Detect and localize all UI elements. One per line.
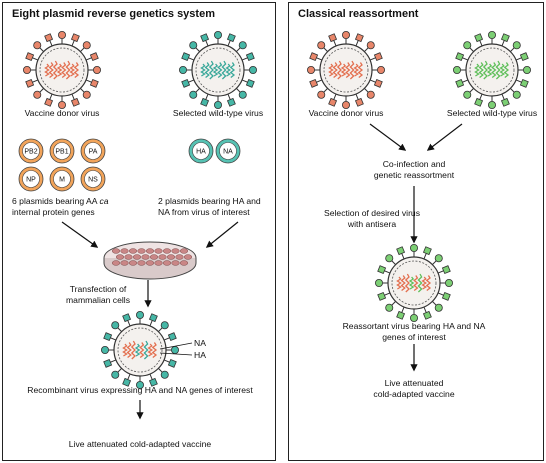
- vaccine-donor-virus-icon: [22, 30, 102, 110]
- svg-text:PA: PA: [89, 148, 98, 155]
- transfection-caption: Transfection of mammalian cells: [66, 284, 130, 306]
- selected-wild-type-virus-icon: [452, 30, 532, 110]
- coinfection-caption: Co-infection and genetic reassortment: [374, 159, 454, 181]
- vaccine-line2: cold-adapted vaccine: [373, 389, 455, 399]
- transfection-line2: mammalian cells: [66, 295, 130, 305]
- recombinant-virus-label: Recombinant virus expressing HA and NA g…: [27, 385, 253, 395]
- vaccine-label: Live attenuated cold-adapted vaccine: [68, 439, 212, 449]
- svg-text:NS: NS: [88, 176, 98, 183]
- reassortant-caption: Reassortant virus bearing HA and NA gene…: [343, 321, 486, 343]
- na-marker-line: [159, 342, 193, 350]
- selected-wild-type-virus-icon: [178, 30, 257, 110]
- vaccine-donor-label: Vaccine donor virus: [24, 108, 100, 118]
- surface-protein-plasmids: HA NA: [188, 138, 241, 164]
- svg-text:NA: NA: [223, 148, 233, 155]
- arrow: [369, 123, 407, 151]
- arrow: [205, 221, 239, 248]
- ha-marker-label: HA: [194, 350, 206, 360]
- ha-marker-line: [159, 352, 193, 356]
- vaccine-donor-virus-icon: [306, 30, 385, 110]
- plasmid-pb2: PB2: [18, 138, 44, 164]
- plasmid-na: NA: [215, 138, 241, 164]
- svg-text:M: M: [59, 176, 65, 183]
- selection-caption: Selection of desired virus with antisera: [324, 208, 420, 230]
- petri-dish-icon: [103, 241, 197, 280]
- reassortant-virus-icon: [374, 243, 453, 322]
- selected-wild-type-label: Selected wild-type virus: [446, 108, 538, 118]
- vaccine-caption: Live attenuated cold-adapted vaccine: [373, 378, 454, 400]
- six-plasmids-line1: 6 plasmids bearing AA: [12, 196, 100, 206]
- coinfection-line2: genetic reassortment: [373, 170, 455, 180]
- two-plasmids-line2: NA from virus of interest: [158, 207, 250, 217]
- svg-text:HA: HA: [196, 148, 206, 155]
- panel-title: Eight plasmid reverse genetics system: [12, 8, 215, 20]
- six-plasmids-line2: internal protein genes: [12, 207, 95, 217]
- selection-line1: Selection of desired virus: [323, 208, 421, 218]
- vaccine-line1: Live attenuated: [384, 378, 444, 388]
- two-plasmids-line1: 2 plasmids bearing HA and: [158, 196, 261, 206]
- reassortant-line1: Reassortant virus bearing HA and NA: [342, 321, 486, 331]
- recombinant-virus-icon: [101, 310, 179, 389]
- two-plasmids-caption: 2 plasmids bearing HA and NA from virus …: [158, 196, 261, 218]
- plasmid-ns: NS: [80, 166, 106, 192]
- svg-text:NP: NP: [26, 176, 36, 183]
- plasmid-m: M: [49, 166, 75, 192]
- vaccine-donor-label: Vaccine donor virus: [308, 108, 384, 118]
- reassortant-line2: genes of interest: [382, 332, 446, 342]
- arrow: [61, 221, 99, 248]
- plasmid-np: NP: [18, 166, 44, 192]
- plasmid-pb1: PB1: [49, 138, 75, 164]
- internal-protein-plasmids: PB2 PB1 PA NP M NS: [18, 138, 106, 192]
- svg-text:PB2: PB2: [24, 148, 37, 155]
- svg-text:PB1: PB1: [55, 148, 68, 155]
- plasmid-pa: PA: [80, 138, 106, 164]
- plasmid-ha: HA: [188, 138, 214, 164]
- coinfection-line1: Co-infection and: [382, 159, 446, 169]
- transfection-line1: Transfection of: [69, 284, 127, 294]
- selection-line2: with antisera: [347, 219, 397, 229]
- ca-italic: ca: [99, 196, 109, 206]
- arrow: [426, 123, 463, 151]
- selected-wild-type-label: Selected wild-type virus: [172, 108, 264, 118]
- na-marker-label: NA: [194, 338, 206, 348]
- six-plasmids-caption: 6 plasmids bearing AA ca internal protei…: [12, 196, 109, 218]
- panel-title: Classical reassortment: [298, 8, 419, 20]
